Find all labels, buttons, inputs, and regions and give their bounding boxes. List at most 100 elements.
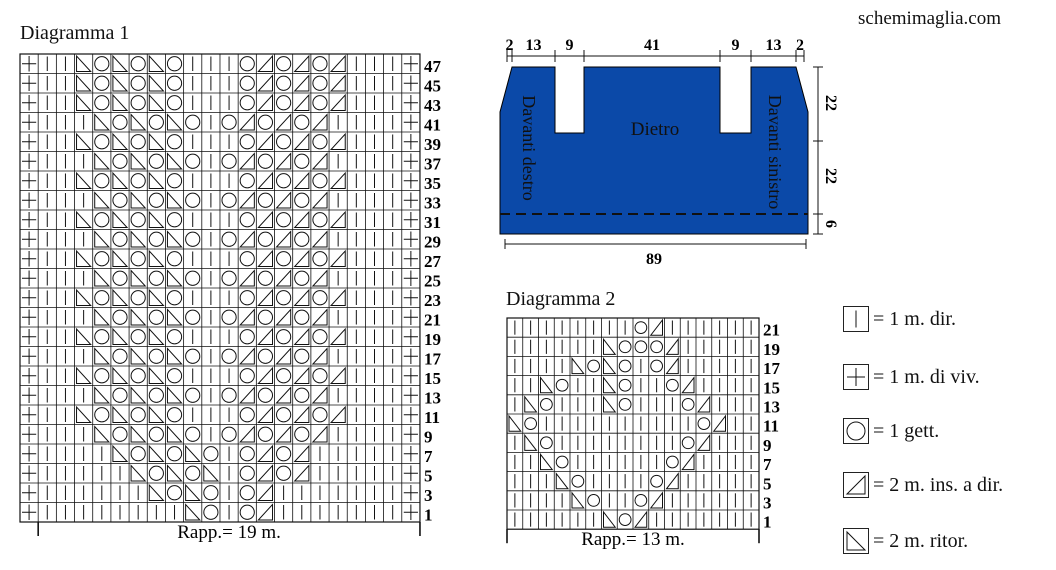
yarn-over-symbol [203, 446, 219, 462]
yarn-over-symbol [257, 270, 274, 286]
yarn-over-symbol [112, 270, 128, 286]
yarn-over-symbol [312, 329, 328, 345]
yarn-over-symbol [239, 251, 255, 267]
yarn-over-symbol [130, 251, 146, 267]
yarn-over-symbol [203, 485, 219, 501]
row-number: 43 [424, 96, 441, 115]
yarn-over-symbol [294, 348, 310, 364]
yarn-over-symbol [257, 348, 274, 364]
yarn-over-symbol [312, 56, 328, 72]
yarn-over-symbol [239, 95, 255, 111]
ssk-symbol [130, 464, 147, 482]
yarn-over-symbol [276, 290, 292, 306]
yarn-over-symbol [846, 421, 866, 441]
k2tog-symbol [275, 191, 292, 209]
yarn-over-symbol [312, 407, 328, 423]
k2tog-symbol [311, 347, 328, 365]
legend-symbol-box [843, 528, 869, 554]
k2tog-symbol [239, 113, 255, 131]
k2tog-symbol [239, 269, 255, 287]
yarn-over-symbol [130, 329, 146, 345]
yarn-over-symbol [221, 309, 237, 325]
ssk-symbol [166, 308, 183, 326]
k2tog-symbol [845, 474, 866, 495]
yarn-over-symbol [94, 95, 110, 111]
yarn-over-symbol [276, 407, 292, 423]
k2tog-symbol [293, 464, 310, 482]
ssk-symbol [76, 288, 92, 306]
repeat-label: Rapp.= 19 m. [177, 522, 281, 543]
ssk-symbol [148, 93, 165, 111]
yarn-over-symbol [94, 56, 110, 72]
k2tog-symbol [275, 308, 292, 326]
yarn-over-symbol [276, 95, 292, 111]
k2tog-symbol [257, 171, 274, 189]
ssk-symbol [166, 464, 183, 482]
legend-symbol-box [843, 364, 869, 390]
yarn-over-symbol [312, 75, 328, 91]
yarn-over-symbol [276, 56, 292, 72]
yarn-over-symbol [112, 231, 128, 247]
ssk-symbol [112, 74, 129, 92]
yarn-over-symbol [185, 270, 201, 286]
row-number: 13 [424, 389, 441, 408]
k2tog-symbol [329, 210, 346, 228]
yarn-over-symbol [148, 231, 164, 247]
yarn-over-symbol [239, 290, 255, 306]
yarn-over-symbol [239, 485, 255, 501]
ssk-symbol [76, 327, 92, 345]
yarn-over-symbol [185, 153, 201, 169]
yarn-over-symbol [294, 387, 310, 403]
yarn-over-symbol [294, 426, 310, 442]
k2tog-symbol [239, 386, 255, 404]
k2tog-symbol [293, 444, 310, 462]
yarn-over-symbol [221, 153, 237, 169]
k2tog-symbol [257, 366, 274, 384]
yarn-over-symbol [130, 75, 146, 91]
ssk-symbol [148, 74, 165, 92]
yarn-over-symbol [257, 309, 274, 325]
ssk-symbol [166, 113, 183, 131]
yarn-over-symbol [294, 231, 310, 247]
row-number: 45 [424, 77, 441, 96]
yarn-over-symbol [130, 95, 146, 111]
yarn-over-symbol [148, 192, 164, 208]
row-number: 23 [424, 291, 441, 310]
legend-symbol-icon [855, 310, 857, 328]
yarn-over-symbol [276, 134, 292, 150]
yarn-over-symbol [130, 446, 146, 462]
row-number: 21 [424, 311, 441, 330]
ssk-symbol [130, 425, 147, 443]
k2tog-symbol [329, 327, 346, 345]
k2tog-symbol [257, 503, 274, 521]
yarn-over-symbol [312, 212, 328, 228]
yarn-over-symbol [185, 426, 201, 442]
ssk-symbol [130, 386, 147, 404]
ssk-symbol [130, 269, 147, 287]
row-number: 27 [424, 252, 442, 271]
k2tog-symbol [293, 405, 310, 423]
k2tog-symbol [311, 191, 328, 209]
yarn-over-symbol [112, 309, 128, 325]
row-number: 1 [424, 506, 433, 525]
ssk-symbol [148, 366, 165, 384]
yarn-over-symbol [185, 231, 201, 247]
yarn-over-symbol [257, 426, 274, 442]
ssk-symbol [185, 503, 201, 521]
row-number: 5 [424, 467, 433, 486]
yarn-over-symbol [239, 407, 255, 423]
row-number: 11 [424, 408, 440, 427]
yarn-over-symbol [185, 348, 201, 364]
ssk-symbol [112, 171, 129, 189]
yarn-over-symbol [221, 348, 237, 364]
k2tog-symbol [239, 191, 255, 209]
ssk-symbol [130, 152, 147, 170]
yarn-over-symbol [112, 114, 128, 130]
ssk-symbol [166, 347, 183, 365]
row-number: 33 [424, 194, 441, 213]
yarn-over-symbol [130, 134, 146, 150]
row-number: 41 [424, 116, 441, 135]
ssk-symbol [112, 54, 129, 72]
k2tog-symbol [329, 93, 346, 111]
yarn-over-symbol [166, 134, 183, 150]
